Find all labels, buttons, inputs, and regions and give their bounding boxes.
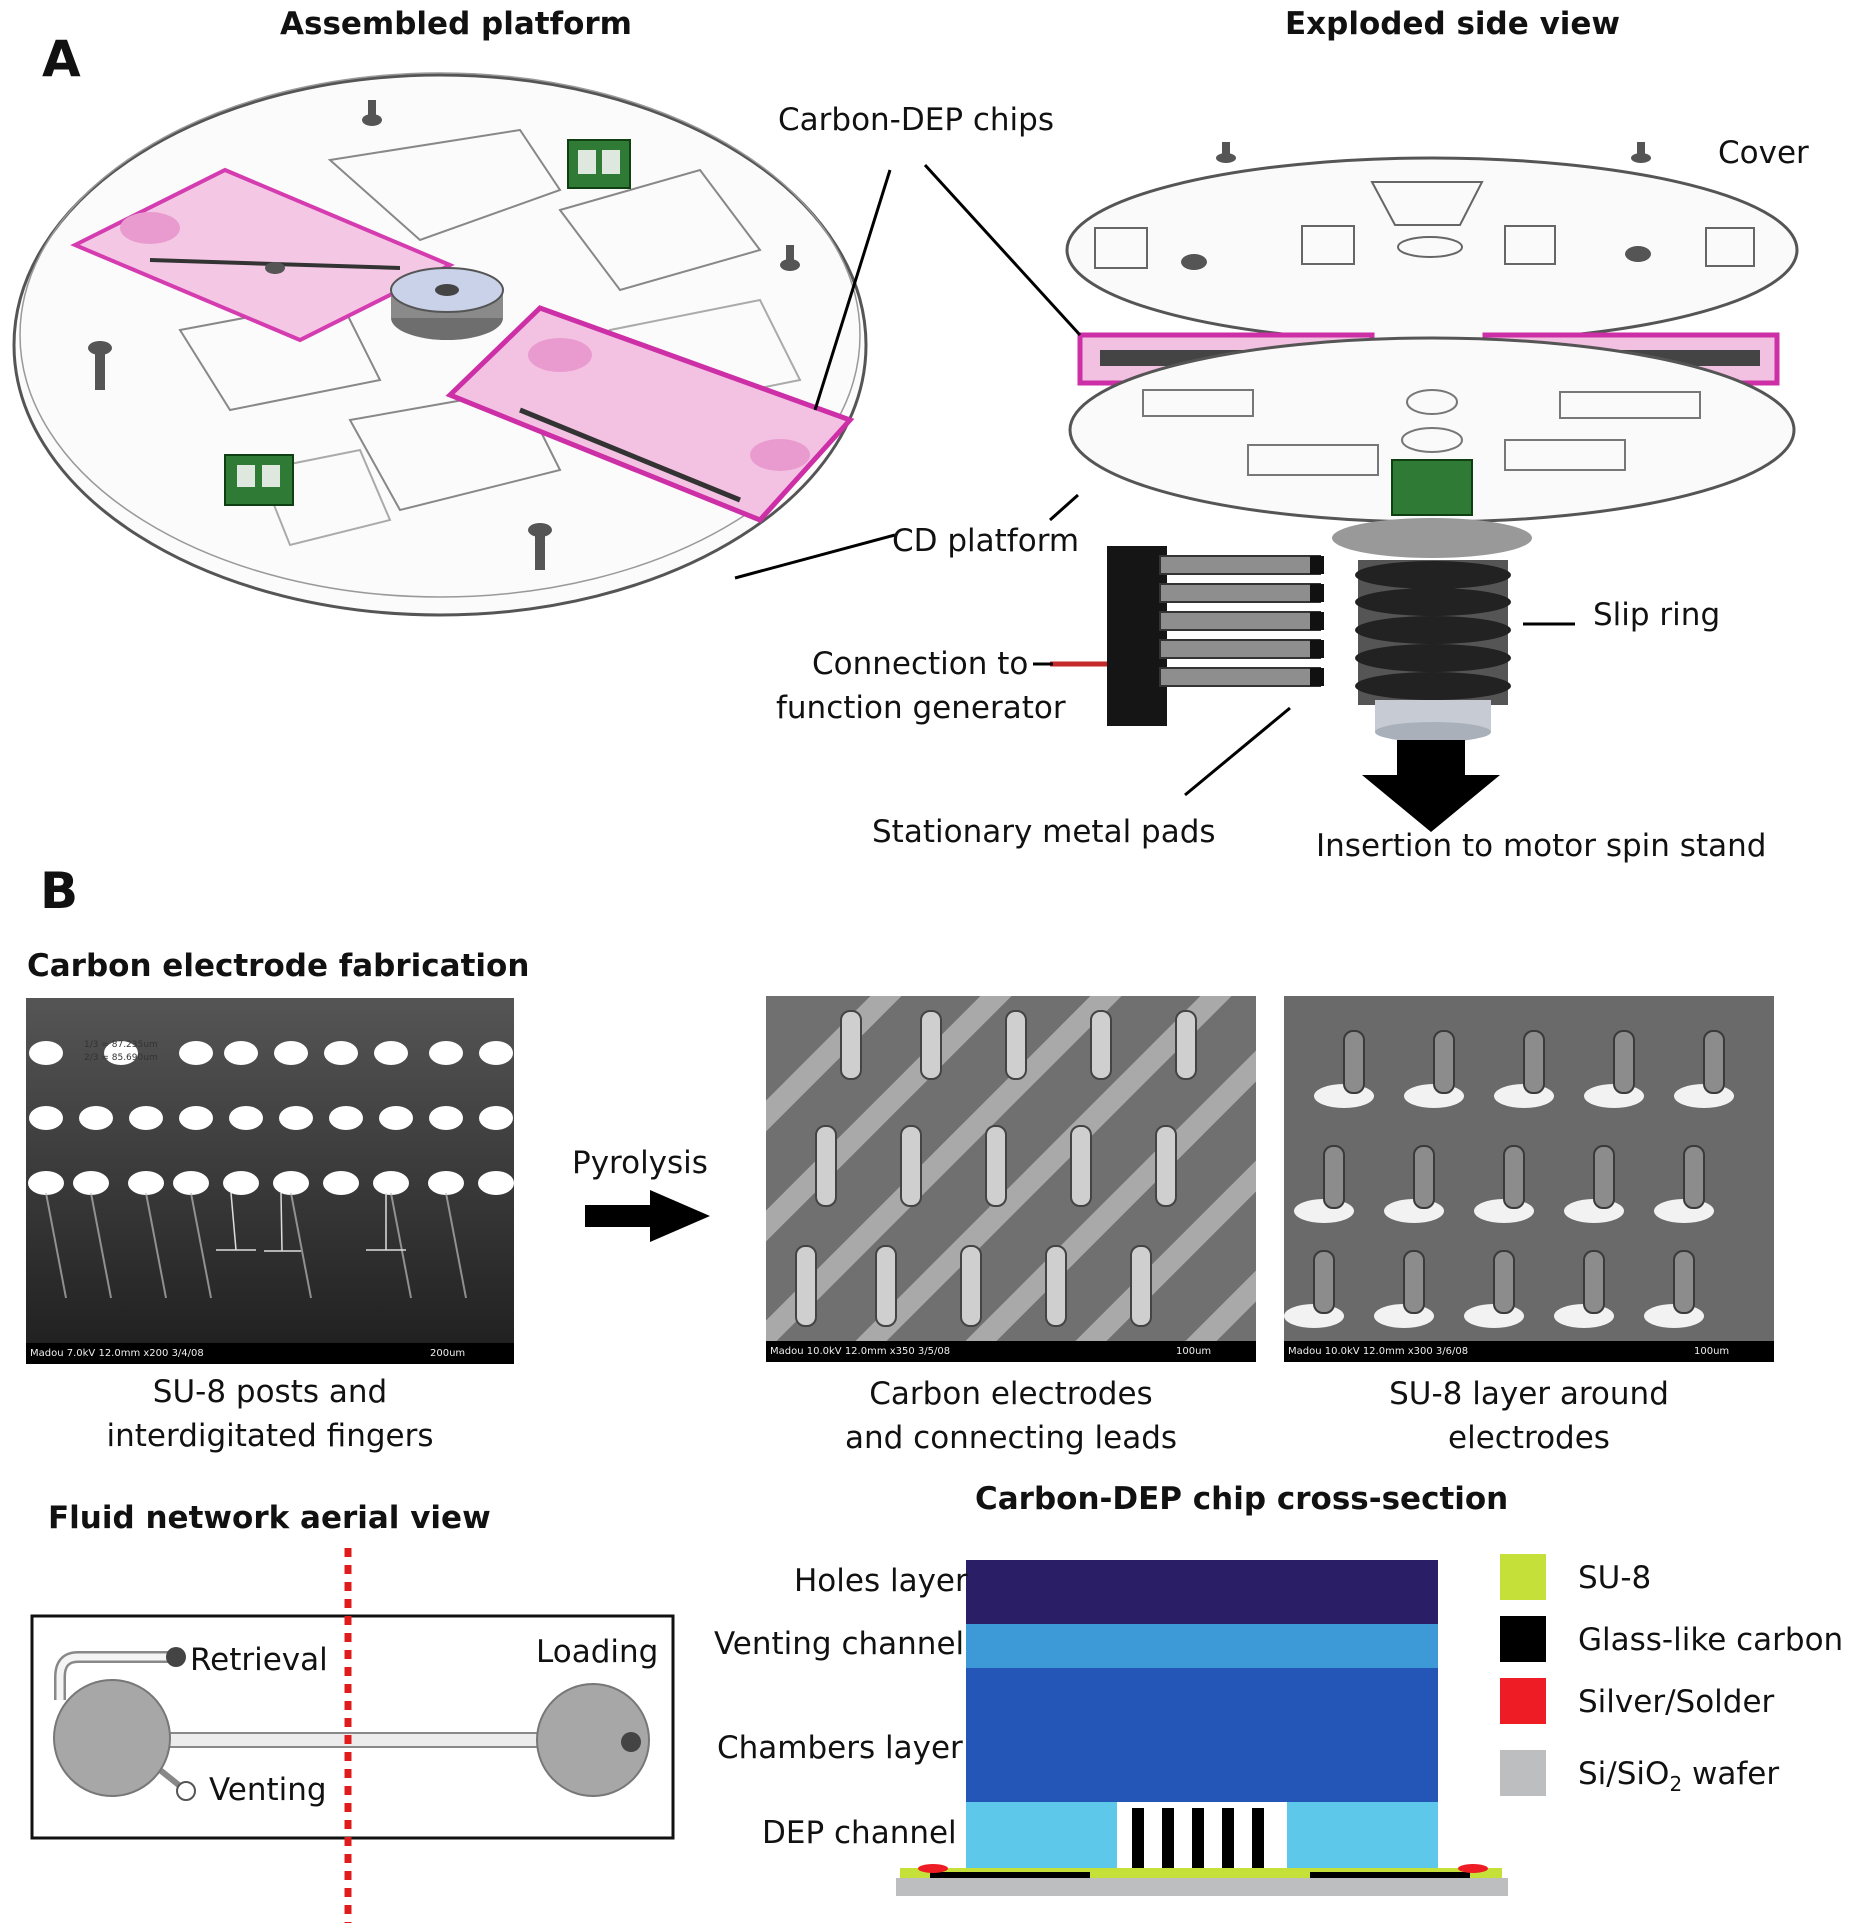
sem1-scale: 200um <box>430 1348 466 1359</box>
legend-label-wafer-main: Si/SiO <box>1578 1756 1670 1792</box>
sem-image-su8-posts: 1/3 = 87.235um 2/3 = 85.690um Madou 7.0k… <box>26 998 514 1364</box>
carbon-electrode <box>1132 1808 1144 1878</box>
connection-label-line1: Connection to <box>812 646 1029 682</box>
legend-label-su8: SU-8 <box>1578 1560 1652 1596</box>
sem2-scale: 100um <box>1176 1346 1212 1357</box>
insertion-label: Insertion to motor spin stand <box>1316 828 1767 864</box>
fluid-network-title: Fluid network aerial view <box>48 1500 491 1536</box>
carbon-lead-left <box>930 1872 1090 1878</box>
legend-label-silver: Silver/Solder <box>1578 1684 1775 1720</box>
holes-layer-label: Holes layer <box>794 1563 968 1599</box>
fabrication-title: Carbon electrode fabrication <box>27 948 530 984</box>
legend-swatch-silver <box>1500 1678 1546 1724</box>
sem2-caption-line2: and connecting leads <box>844 1420 1178 1456</box>
sem3-info: Madou 10.0kV 12.0mm x300 3/6/08 <box>1288 1346 1469 1357</box>
venting-channel-label: Venting channel <box>714 1626 965 1662</box>
legend-swatch-carbon <box>1500 1616 1546 1662</box>
legend-label-wafer-sub: 2 <box>1669 1772 1683 1797</box>
legend-label-carbon: Glass-like carbon <box>1578 1622 1844 1658</box>
sem1-info: Madou 7.0kV 12.0mm x200 3/4/08 <box>30 1348 204 1359</box>
sem1-caption-line1: SU-8 posts and <box>152 1374 388 1410</box>
stationary-pads-label: Stationary metal pads <box>872 814 1216 850</box>
chambers-layer-label: Chambers layer <box>717 1730 963 1766</box>
carbon-electrode <box>1252 1808 1264 1878</box>
exploded-side-view-title: Exploded side view <box>1285 6 1621 42</box>
sem3-scale: 100um <box>1694 1346 1730 1357</box>
silver-solder-left <box>918 1864 948 1873</box>
sem1-measure1: 1/3 = 87.235um <box>84 1040 158 1050</box>
legend-label-wafer: Si/SiO2 wafer <box>1578 1756 1779 1796</box>
dep-channel-block <box>966 1802 1438 1878</box>
sem2-caption: Carbon electrodes and connecting leads <box>766 1372 1256 1460</box>
panel-b-letter: B <box>40 862 79 920</box>
carbon-electrode <box>1192 1808 1204 1878</box>
silver-solder-right <box>1458 1864 1488 1873</box>
wafer-layer <box>896 1878 1508 1896</box>
cross-section-title: Carbon-DEP chip cross-section <box>975 1481 1509 1517</box>
holes-layer-block <box>966 1560 1438 1624</box>
venting-label: Venting <box>209 1772 327 1808</box>
sem3-caption-line2: electrodes <box>1448 1420 1610 1456</box>
slip-ring-label: Slip ring <box>1593 597 1721 633</box>
sem1-caption-line2: interdigitated fingers <box>106 1418 434 1454</box>
legend-swatch-wafer <box>1500 1750 1546 1796</box>
panel-a-letter: A <box>42 30 81 88</box>
dep-channel-gap <box>1117 1802 1287 1878</box>
pyrolysis-label: Pyrolysis <box>572 1145 708 1181</box>
carbon-lead-right <box>1310 1872 1470 1878</box>
cd-platform-label: CD platform <box>892 523 1080 559</box>
retrieval-label: Retrieval <box>190 1642 328 1678</box>
sem1-measure2: 2/3 = 85.690um <box>84 1053 158 1063</box>
dep-channel-label: DEP channel <box>762 1815 957 1851</box>
venting-channel-block <box>966 1624 1438 1668</box>
legend-label-wafer-tail: wafer <box>1682 1756 1780 1792</box>
legend-swatch-su8 <box>1500 1554 1546 1600</box>
sem-image-su8-layer: Madou 10.0kV 12.0mm x300 3/6/08 100um <box>1284 996 1774 1362</box>
sem3-caption-line1: SU-8 layer around <box>1389 1376 1669 1412</box>
carbon-electrode <box>1222 1808 1234 1878</box>
loading-label: Loading <box>536 1634 659 1670</box>
carbon-dep-chips-label: Carbon-DEP chips <box>778 102 1055 138</box>
sem1-caption: SU-8 posts and interdigitated fingers <box>26 1370 514 1458</box>
sem2-caption-line1: Carbon electrodes <box>869 1376 1153 1412</box>
connection-label-line2: function generator <box>776 690 1066 726</box>
cover-label: Cover <box>1718 135 1809 171</box>
carbon-electrode <box>1162 1808 1174 1878</box>
sem2-info: Madou 10.0kV 12.0mm x350 3/5/08 <box>770 1346 951 1357</box>
su8-base-layer <box>900 1868 1502 1878</box>
chambers-layer-block <box>966 1668 1438 1802</box>
assembled-platform-title: Assembled platform <box>280 6 632 42</box>
legend: SU-8 Glass-like carbon Silver/Solder Si/… <box>1500 1554 1860 1814</box>
sem3-caption: SU-8 layer around electrodes <box>1284 1372 1774 1460</box>
sem-image-carbon-electrodes: Madou 10.0kV 12.0mm x350 3/5/08 100um <box>766 996 1256 1362</box>
